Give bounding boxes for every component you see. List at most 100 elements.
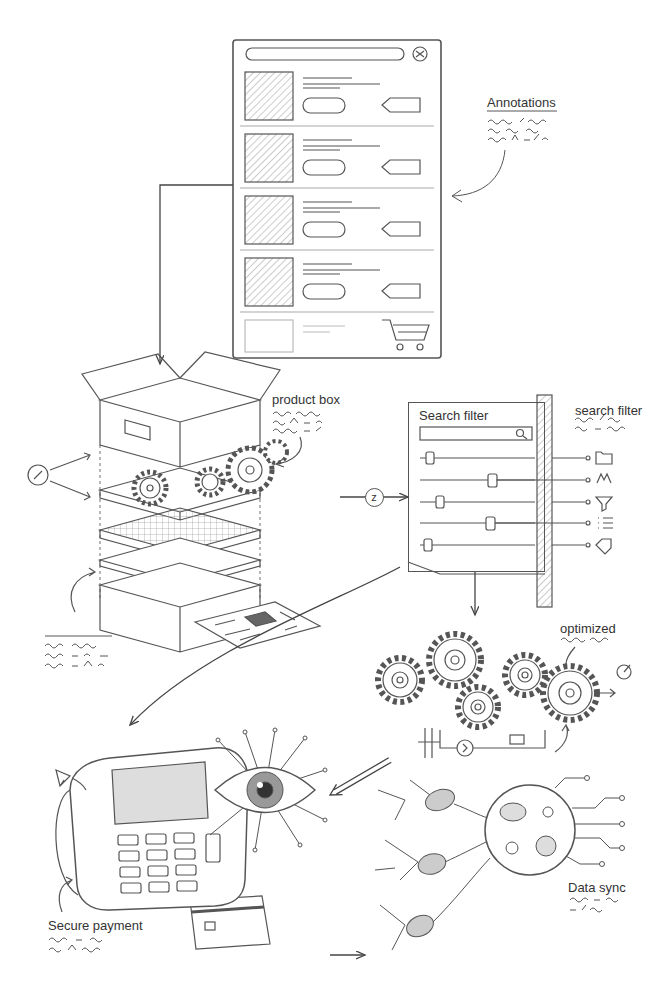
wireframe-page	[240, 249, 434, 250]
gear-train-sketch	[445, 650, 465, 670]
note-scribble	[575, 427, 625, 431]
search-filter-panel-sketch	[598, 518, 613, 528]
wireframe-page	[233, 40, 441, 358]
wireframe-page	[417, 344, 423, 350]
gear-train-sketch	[440, 730, 545, 748]
product-box-sketch	[245, 612, 276, 626]
neuron-circuit-sketch	[600, 862, 605, 867]
payment-terminal-sketch	[59, 877, 72, 912]
payment-terminal-sketch	[206, 834, 220, 862]
gear-train-sketch	[378, 658, 422, 702]
gear-train-sketch	[471, 700, 485, 714]
search-filter-panel-sketch	[586, 456, 590, 460]
payment-terminal-sketch	[146, 834, 166, 844]
product-box: product box	[90, 365, 340, 640]
neuron-circuit-sketch	[403, 911, 437, 941]
annotation-scribble	[452, 150, 505, 196]
gear-train-sketch	[510, 735, 524, 744]
payment-terminal-sketch	[149, 882, 169, 892]
flow-arrow	[330, 954, 365, 955]
flow-arrow	[330, 758, 391, 795]
gear-train-sketch	[475, 704, 481, 710]
product-box-sketch	[215, 612, 297, 640]
search-filter-panel: Search filtersearch filter	[408, 402, 545, 572]
product-box-sketch	[147, 485, 153, 491]
gear-train-sketch	[566, 689, 574, 697]
payment-terminal-sketch	[72, 778, 86, 790]
note-scribble	[570, 898, 618, 902]
data-sync-cell: Data sync	[365, 775, 645, 975]
product-box-sketch	[202, 474, 218, 490]
product-box-sketch	[140, 478, 160, 498]
product-box-sketch	[197, 469, 223, 495]
search-filter-panel-sketch	[597, 474, 611, 483]
search-filter-panel-sketch	[426, 452, 434, 464]
gear-train-sketch	[397, 677, 403, 683]
wireframe-page	[303, 284, 345, 299]
payment-terminal-sketch	[148, 866, 168, 876]
payment-terminal-sketch	[147, 850, 167, 860]
gear-train-sketch	[378, 634, 631, 758]
wireframe-page	[245, 258, 293, 306]
wireframe-page	[416, 51, 424, 57]
note-scribble	[49, 938, 102, 942]
note-scribble	[273, 427, 321, 433]
neuron-circuit-sketch	[485, 785, 575, 875]
neuron-circuit-sketch	[416, 851, 448, 878]
product-box-sketch	[246, 466, 254, 474]
neuron-circuit-sketch	[500, 803, 526, 821]
neuron-circuit-sketch	[585, 776, 590, 781]
annotation-scribble	[488, 134, 548, 142]
wireframe-page	[233, 40, 441, 358]
node-label: product box	[272, 392, 340, 407]
search-filter-panel-sketch	[586, 521, 590, 525]
annotation-scribble	[488, 129, 538, 133]
product-box-sketch	[100, 563, 260, 607]
wireframe-page	[382, 284, 420, 298]
wireframe-page	[413, 47, 427, 61]
gear-train-sketch	[543, 666, 597, 720]
flow-arrow	[130, 567, 400, 725]
wireframe-page	[382, 98, 420, 112]
wireframe-page	[240, 311, 434, 312]
eye-sketch	[273, 728, 277, 732]
search-filter-panel-sketch	[552, 458, 585, 545]
node-label: Annotations	[487, 95, 556, 110]
product-box-sketch	[276, 437, 301, 467]
wireframe-page	[303, 202, 380, 212]
payment-terminal-sketch	[174, 833, 194, 843]
flow-arrow	[474, 572, 475, 615]
gear-train-sketch	[548, 671, 592, 715]
product-box-sketch	[134, 472, 166, 504]
payment-terminal: Secure payment	[40, 725, 330, 965]
search-filter-panel-sketch	[596, 452, 612, 464]
gear-train-sketch	[617, 665, 631, 679]
product-box-sketch	[100, 378, 260, 422]
eye-sketch	[210, 728, 327, 852]
gear-train-sketch	[463, 744, 467, 752]
search-filter-panel-sketch	[436, 496, 444, 508]
search-filter-panel-sketch	[586, 478, 590, 482]
gear-train-sketch	[392, 672, 408, 688]
neuron-circuit-sketch	[620, 822, 625, 827]
eye-sketch	[298, 843, 302, 847]
search-filter-panel-sketch	[408, 395, 613, 607]
wireframe-page	[303, 264, 380, 274]
node-label: optimized	[560, 621, 616, 636]
payment-terminal-sketch	[112, 762, 208, 824]
neuron-circuit-sketch	[506, 842, 518, 854]
eye-sketch	[253, 848, 257, 852]
neuron-circuit-sketch	[543, 807, 553, 817]
neuron-circuit-sketch	[422, 785, 457, 814]
eye-sketch	[257, 782, 273, 798]
node-label: Data sync	[568, 880, 626, 895]
payment-terminal-sketch	[120, 867, 140, 877]
product-box-sketch	[125, 420, 150, 440]
wireframe-page	[303, 98, 345, 113]
search-filter-panel-sketch	[517, 430, 524, 437]
wireframe-page	[245, 320, 293, 352]
neuron-circuit-sketch	[620, 796, 625, 801]
